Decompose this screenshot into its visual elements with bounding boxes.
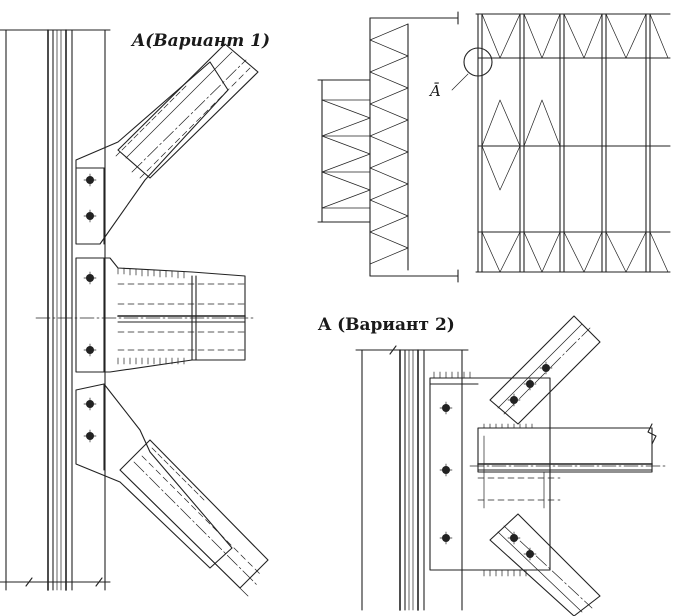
bolt-icon xyxy=(439,463,453,477)
detail-variant-1: A(Вариант 1) xyxy=(0,29,270,597)
variant-2-label: A (Вариант 2) xyxy=(317,315,455,335)
bolt-icon xyxy=(83,397,97,411)
truss-overview: Ā xyxy=(317,11,671,283)
truss-left xyxy=(317,11,459,283)
column-v2 xyxy=(355,345,469,611)
detail-variant-2: A (Вариант 2) xyxy=(317,315,669,616)
lower-diagonal-v1 xyxy=(75,383,269,597)
detail-callout: Ā xyxy=(428,47,493,100)
variant-1-label: A(Вариант 1) xyxy=(130,31,270,51)
bolt-icon xyxy=(83,271,97,285)
bolt-icon xyxy=(83,343,97,357)
bolt-icon xyxy=(507,393,521,407)
column-v1 xyxy=(0,29,256,591)
bolt-icon xyxy=(507,531,521,545)
callout-label: Ā xyxy=(428,82,441,100)
bolt-icon xyxy=(83,173,97,187)
upper-diagonal-v2 xyxy=(489,315,601,425)
bolt-icon xyxy=(523,547,537,561)
bolt-icon xyxy=(523,377,537,391)
lower-diagonal-v2 xyxy=(489,513,601,616)
bolt-icon xyxy=(439,531,453,545)
bolt-icon xyxy=(83,429,97,443)
truss-right xyxy=(475,13,671,273)
bolt-icon xyxy=(83,209,97,223)
horizontal-chord-v1 xyxy=(75,257,246,373)
upper-diagonal-v1 xyxy=(75,43,259,245)
bolt-icon xyxy=(539,361,553,375)
horizontal-chord-v2 xyxy=(469,423,669,509)
gusset-plate-v2 xyxy=(429,371,551,577)
bolt-icon xyxy=(439,401,453,415)
